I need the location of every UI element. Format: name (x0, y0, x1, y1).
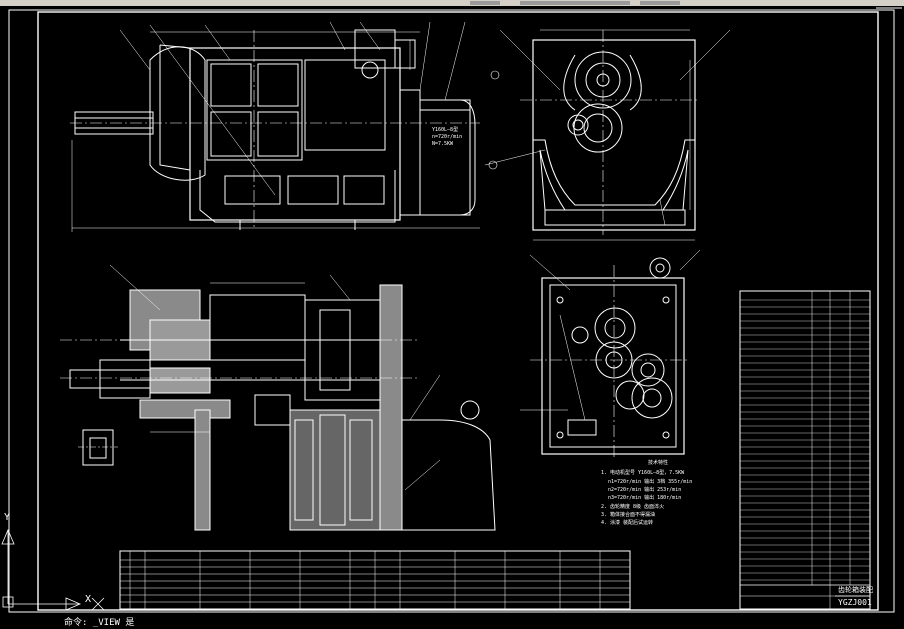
command-line-strip[interactable] (0, 617, 904, 629)
motor-note-3: N=7.5KW (432, 141, 454, 147)
ucs-axis-icon (1, 528, 105, 611)
tech-req-line-6: 3. 箱体接合面不得漏油 (601, 511, 655, 518)
inner-border (37, 11, 879, 611)
motor-note-2: n=720r/min (432, 134, 462, 140)
ucs-x-label: X (85, 594, 91, 605)
outer-frame (8, 9, 895, 613)
title-strip-segment (640, 1, 680, 5)
section-view (60, 264, 496, 531)
tech-req-line-4: n3=720r/min 输出 180r/min (608, 494, 681, 501)
front-view (70, 21, 480, 232)
command-line-text: 命令: _VIEW 是 (64, 618, 135, 628)
gear-top-view (520, 249, 701, 460)
tech-req-title: 技术特性 (648, 459, 668, 466)
ucs-y-label: Y (4, 512, 10, 523)
drawing-number: YGZJ001 (838, 598, 872, 607)
title-strip-segment (520, 1, 630, 5)
tech-req-line-5: 2. 齿轮精度 8级 齿面淬火 (601, 503, 664, 510)
technical-requirements: 技术特性 1. 电动机型号 Y160L—8型，7.5KW n1=720r/min… (601, 459, 692, 526)
tech-req-line-1: 1. 电动机型号 Y160L—8型，7.5KW (601, 469, 685, 476)
motor-note-1: Y160L—8型 (432, 126, 458, 133)
window-title-strip (0, 0, 904, 6)
title-block (739, 290, 871, 610)
tech-req-line-7: 4. 涂漆 装配后试运转 (601, 519, 653, 526)
title-strip-segment (470, 1, 500, 5)
assembly-drawing-canvas[interactable]: Y160L—8型 n=720r/min N=7.5KW (0, 6, 904, 629)
tech-req-line-3: n2=720r/min 输出 253r/min (608, 486, 681, 493)
bill-of-materials-table (119, 550, 631, 610)
title-block-name: 齿轮箱装配 (838, 585, 873, 594)
tech-req-line-2: n1=720r/min 输出 3档 355r/min (608, 478, 692, 485)
side-view (484, 29, 731, 241)
model-space-viewport[interactable]: Y160L—8型 n=720r/min N=7.5KW (0, 6, 904, 629)
title-block-rows (740, 299, 870, 581)
